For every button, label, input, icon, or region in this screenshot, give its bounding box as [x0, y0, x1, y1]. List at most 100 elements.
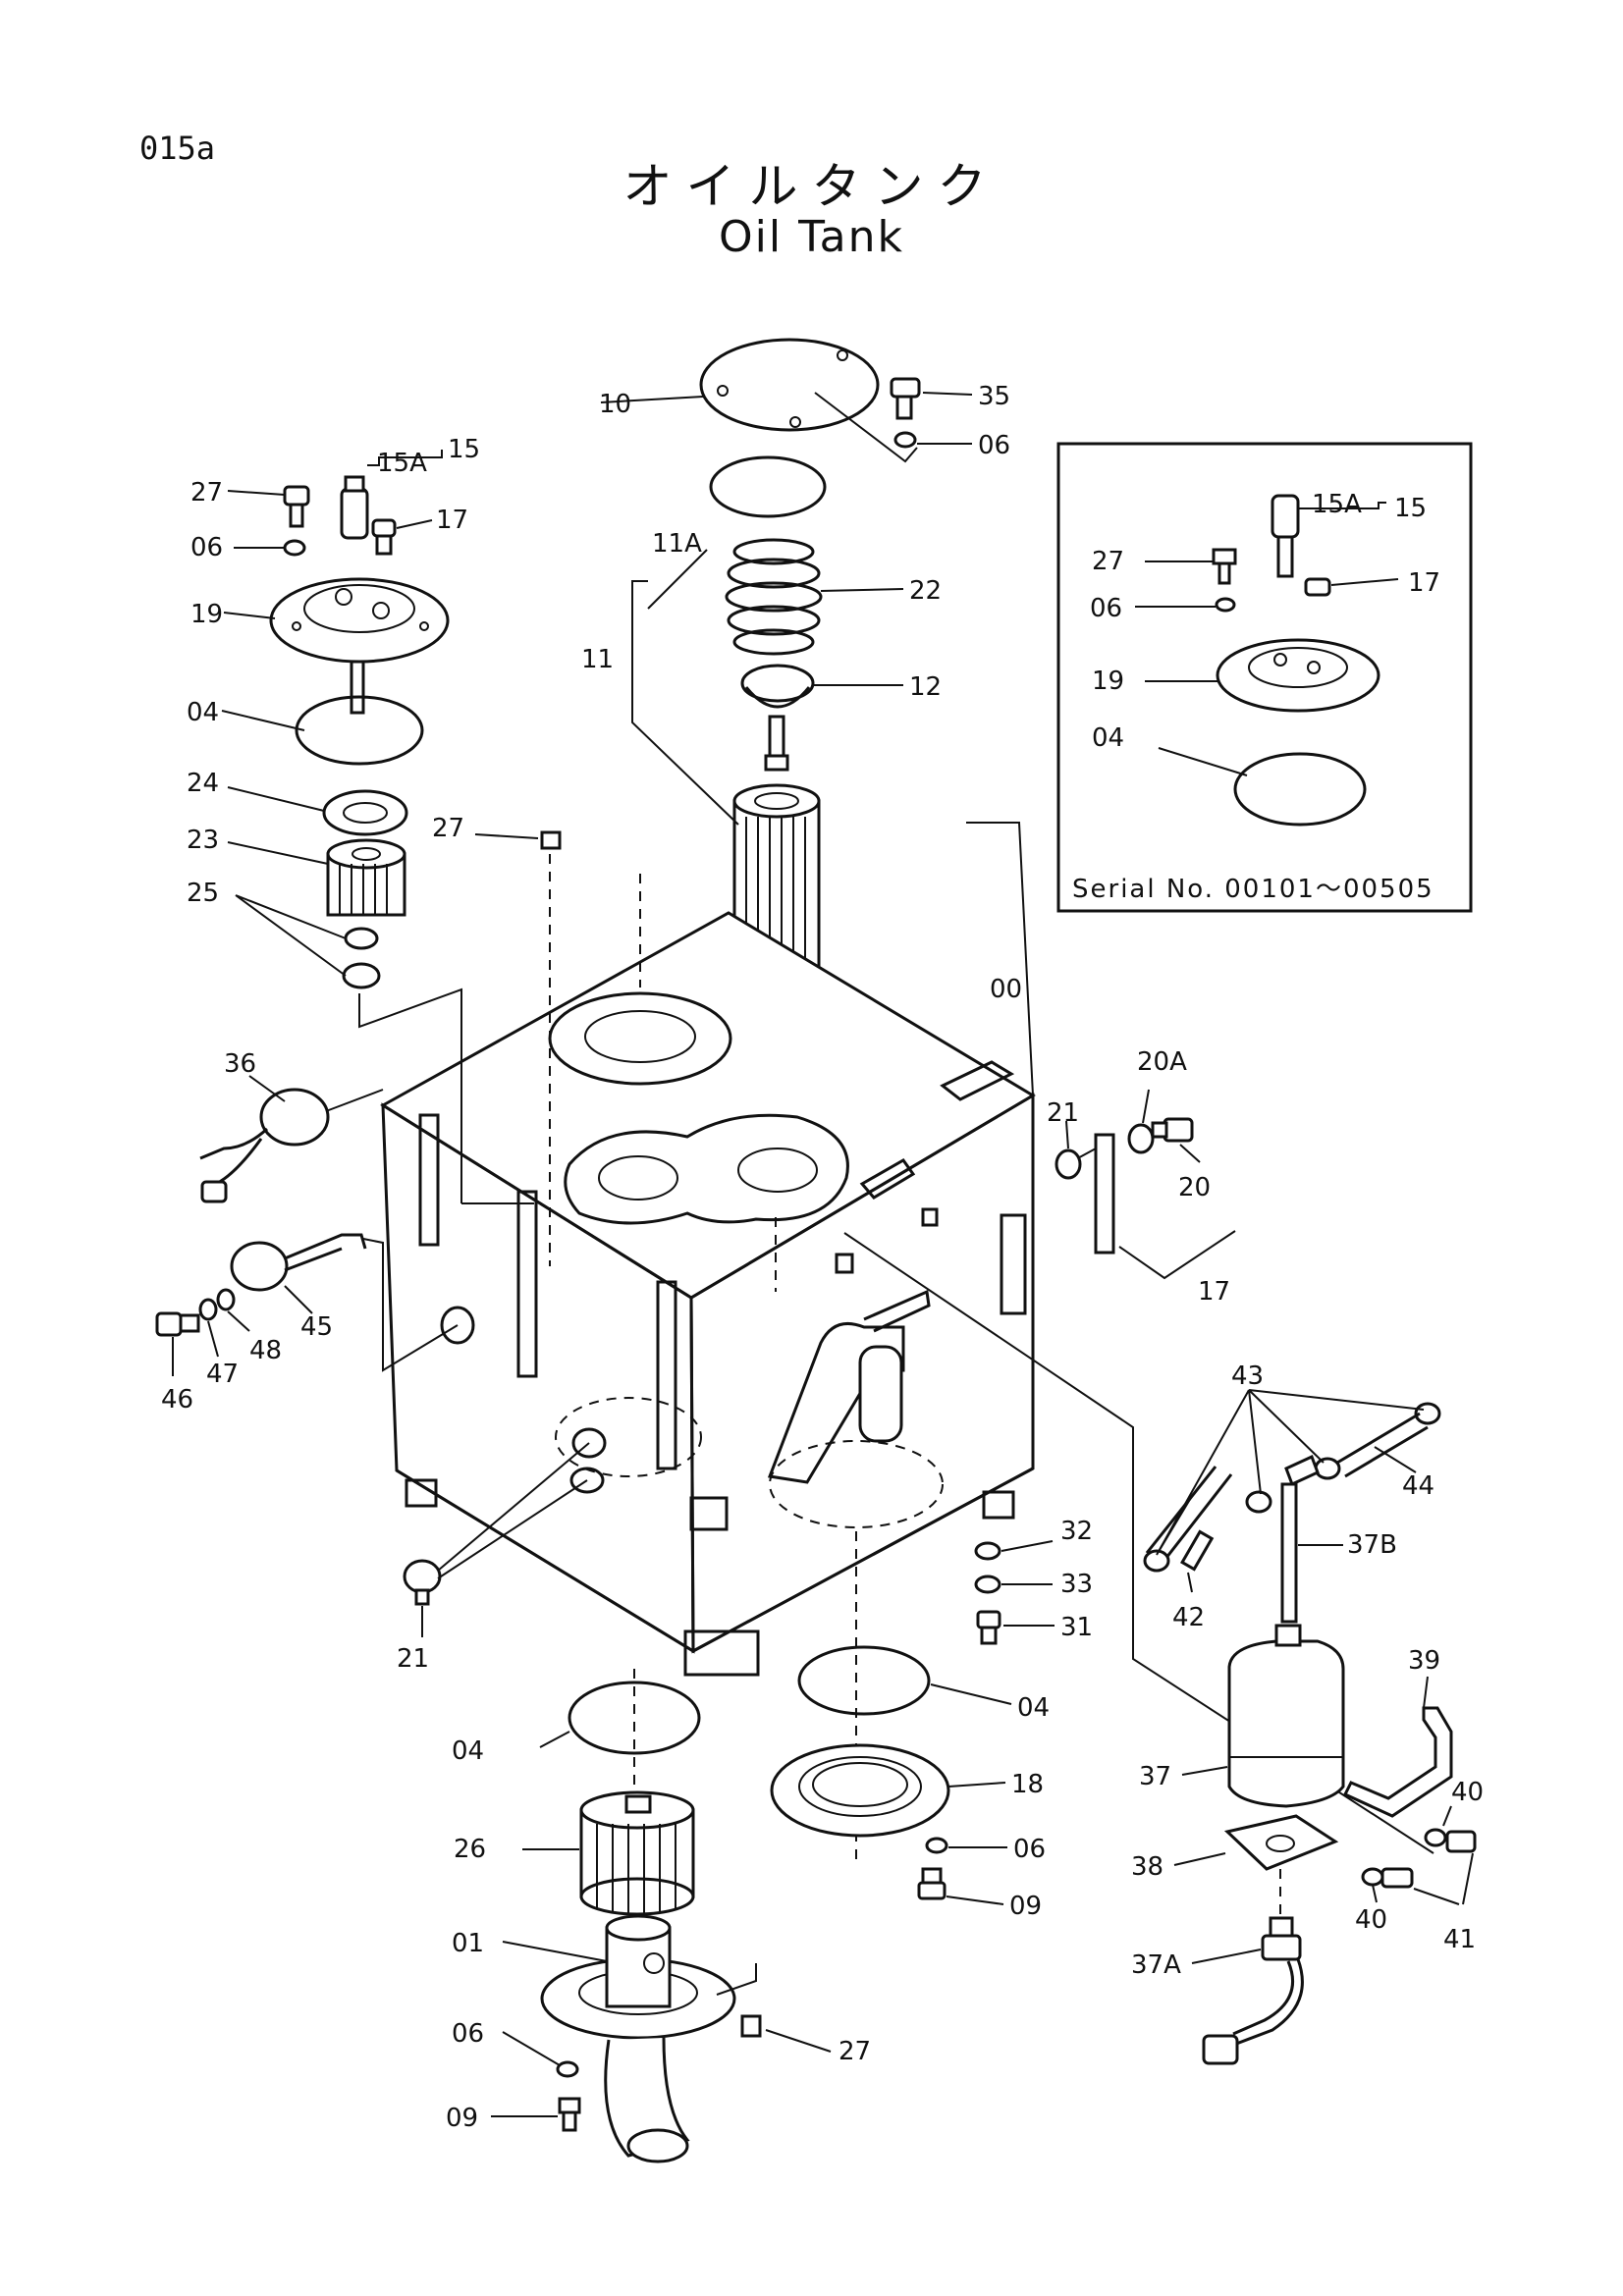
callout-c-15: 15: [448, 435, 480, 464]
callout-c-43: 43: [1231, 1362, 1264, 1391]
callout-c-17b: 21: [397, 1644, 429, 1674]
callout-c-23: 23: [187, 826, 219, 855]
nut-25b: [342, 962, 381, 989]
reserve-tank-group: 43 44 42 37B 37 39 38 40 40 41: [843, 1232, 1484, 2065]
breather-cover-assembly: 27 06 15A 15 17 19 04 24 23 25: [187, 435, 480, 989]
callout-c-27a: 27: [190, 478, 223, 507]
flange-double-top: [564, 1113, 849, 1225]
strainer-26: [579, 1790, 695, 1916]
valve-12: [740, 664, 815, 703]
bolt-46: [155, 1311, 183, 1337]
bracket-38: [1223, 1814, 1339, 1871]
callout-c-31: 31: [1060, 1613, 1093, 1642]
bolt-31: [976, 1610, 1001, 1629]
bracket-20-group: 21 20A 20 17: [1047, 1047, 1236, 1307]
washer-06-lower: [925, 1837, 948, 1854]
inset-serial-variant: 15A 15 27 17 06 19 04 Serial No. 00101〜0…: [1056, 442, 1473, 913]
bolt-35-group: 35 06: [890, 377, 1010, 460]
callout-c-06c: 06: [1013, 1835, 1046, 1864]
top-bracket-1: [859, 1158, 916, 1200]
callout-c-19: 19: [190, 600, 223, 629]
tee-fitting: [1284, 1454, 1320, 1487]
suction-pipe-01: [540, 1914, 736, 2163]
plug-27-mid: 27: [432, 814, 562, 1266]
callout-c-44: 44: [1402, 1471, 1434, 1501]
reserve-tank-37: [1227, 1624, 1345, 1808]
suction-pipe-stub: [858, 1345, 903, 1443]
callout-i-15: 15: [1394, 494, 1427, 523]
callout-c-42: 42: [1172, 1603, 1205, 1632]
callout-c-12: 12: [909, 672, 942, 702]
callout-c-10: 10: [599, 390, 631, 419]
tank-foot-front: [683, 1629, 760, 1677]
callout-i-17: 17: [1408, 568, 1440, 598]
callout-c-41: 41: [1443, 1925, 1476, 1954]
suction-assembly: 04 26 01 27: [446, 1669, 871, 2163]
callout-c-33: 33: [1060, 1570, 1093, 1599]
callout-c-09b: 09: [446, 2104, 478, 2133]
clamp-43b: [1245, 1490, 1272, 1514]
callout-c-04b: 04: [452, 1736, 484, 1766]
callout-c-04c: 04: [1017, 1693, 1050, 1723]
tank-foot-right: [982, 1490, 1015, 1520]
callout-c-15a: 15A: [377, 449, 427, 478]
strap-right: [1000, 1213, 1027, 1315]
inset-cover-port2: [1307, 661, 1321, 674]
bracket-39: [1342, 1706, 1453, 1818]
bolt-09-lower-left: [558, 2097, 581, 2114]
inset-washer-06: [1215, 597, 1236, 613]
callout-c-26: 26: [454, 1835, 486, 1864]
callout-c-32: 32: [1060, 1517, 1093, 1546]
washer-33: [974, 1575, 1001, 1594]
hose-44: [1336, 1412, 1429, 1478]
callout-c-27c: 27: [839, 2037, 871, 2066]
seal-24: [322, 789, 408, 836]
spring-22: [725, 538, 823, 656]
callout-c-01: 01: [452, 1929, 484, 1958]
callout-c-00: 00: [990, 975, 1022, 1004]
callout-c-20: 17: [1198, 1277, 1230, 1307]
top-bracket-2: [940, 1060, 1015, 1101]
callout-c-37b: 37B: [1347, 1530, 1397, 1560]
callout-c-48: 48: [249, 1336, 282, 1365]
inset-oring-04: [1233, 752, 1367, 827]
cover-plate-10: [699, 338, 880, 432]
bottom-cover-assembly: 04 18 06 09: [770, 1531, 1050, 1921]
bolt-27-top: [283, 485, 310, 507]
bolt-20a: [1163, 1117, 1194, 1143]
bolt-41b: [1445, 1830, 1477, 1853]
callout-c-27b: 27: [432, 814, 464, 843]
level-switch-37a: [1269, 1916, 1294, 1938]
washer-40a: [1361, 1867, 1384, 1887]
callout-c-39: 39: [1408, 1646, 1440, 1676]
callout-c-40b: 40: [1451, 1778, 1484, 1807]
washer-06-left: [283, 539, 306, 557]
oring-04-lower-left: [568, 1681, 701, 1755]
bracket-20: [1094, 1133, 1115, 1255]
clamp-43a: [1143, 1549, 1170, 1573]
page-code: 015a: [139, 130, 216, 167]
callout-i-27: 27: [1092, 547, 1124, 576]
oring-11a: [709, 455, 827, 518]
callout-c-37: 37: [1139, 1762, 1171, 1791]
strap-left-3: [656, 1280, 677, 1470]
inset-breather-stem: [1276, 535, 1294, 578]
oring-04-top: [295, 695, 424, 766]
switch-45: [230, 1241, 289, 1292]
washer-06-top: [893, 431, 917, 449]
inset-bolt-27-shank: [1217, 561, 1231, 585]
inset-breather-15a-shape: [1271, 494, 1300, 539]
callout-c-35: 35: [978, 382, 1010, 411]
strap-left-2: [516, 1190, 538, 1378]
callout-i-19: 19: [1092, 667, 1124, 696]
inset-cover-boss: [1248, 647, 1348, 688]
callout-c-06a: 06: [978, 431, 1010, 460]
tank-foot-left: [405, 1478, 438, 1508]
breather-15a: [340, 487, 369, 540]
hose-37b: [1280, 1482, 1298, 1624]
callout-c-40a: 40: [1355, 1905, 1387, 1935]
washer-48: [216, 1288, 236, 1311]
bolt-41a: [1380, 1867, 1414, 1889]
bushing-21a: [1055, 1148, 1082, 1180]
